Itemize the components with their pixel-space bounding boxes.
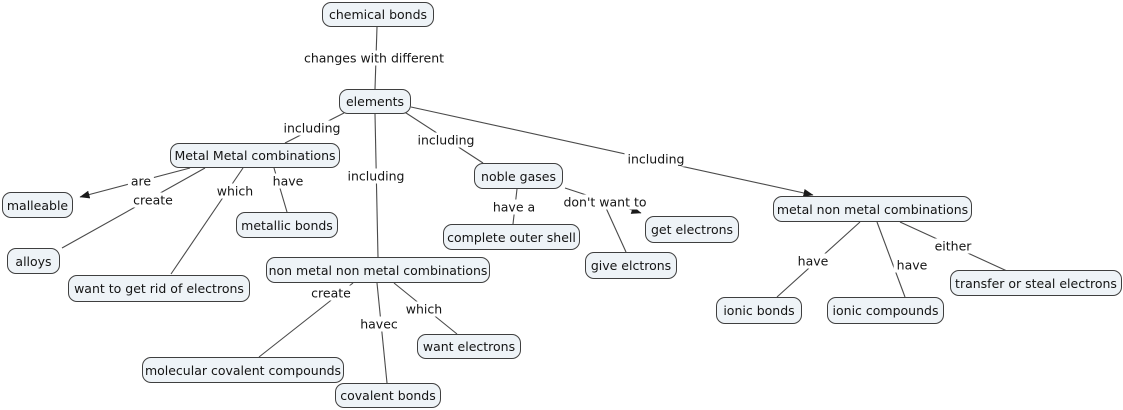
link-label-have-metallic-bonds[interactable]: have xyxy=(269,173,307,189)
node-want-electrons[interactable]: want electrons xyxy=(417,334,521,359)
node-transfer-or-steal-electrons[interactable]: transfer or steal electrons xyxy=(950,270,1122,296)
node-want-to-get-rid-of-electrons[interactable]: want to get rid of electrons xyxy=(68,275,250,302)
link-label-dont-want-to[interactable]: don't want to xyxy=(560,194,650,210)
node-metal-metal-combinations[interactable]: Metal Metal combinations xyxy=(170,143,340,168)
node-elements[interactable]: elements xyxy=(339,89,411,114)
link-label-which-center[interactable]: which xyxy=(402,301,446,317)
link-label-havec[interactable]: havec xyxy=(357,316,401,332)
link-label-are[interactable]: are xyxy=(127,173,155,189)
node-non-metal-non-metal-combinations[interactable]: non metal non metal combinations xyxy=(266,257,490,283)
node-metal-non-metal-combinations[interactable]: metal non metal combinations xyxy=(773,196,972,222)
edge-elements-metal-non-metal-combinations xyxy=(410,106,814,197)
node-give-elctrons[interactable]: give elctrons xyxy=(585,252,677,279)
node-ionic-bonds[interactable]: ionic bonds xyxy=(716,297,802,324)
edge-elements-non-metal-non-metal-combinations xyxy=(374,113,379,258)
node-noble-gases[interactable]: noble gases xyxy=(474,163,563,189)
edge-noble-gases-give-elctrons xyxy=(605,207,627,253)
link-label-create-alloys[interactable]: create xyxy=(130,192,176,208)
link-label-which-left[interactable]: which xyxy=(213,183,257,199)
link-label-changes-with-different[interactable]: changes with different xyxy=(300,50,448,66)
link-label-including-metal-metal[interactable]: including xyxy=(280,120,344,136)
link-label-have-a[interactable]: have a xyxy=(489,199,539,215)
node-ionic-compounds[interactable]: ionic compounds xyxy=(827,297,944,324)
node-covalent-bonds[interactable]: covalent bonds xyxy=(335,383,441,408)
link-label-including-noble-gases[interactable]: including xyxy=(414,132,478,148)
edge-metal-metal-alloys xyxy=(61,167,206,249)
node-complete-outer-shell[interactable]: complete outer shell xyxy=(443,224,580,250)
link-label-including-non-metal[interactable]: including xyxy=(344,168,408,184)
link-label-have-ionic-compounds[interactable]: have xyxy=(893,257,931,273)
link-label-have-ionic-bonds[interactable]: have xyxy=(794,253,832,269)
node-malleable[interactable]: malleable xyxy=(2,192,73,218)
edge-non-metal-covalent-bonds xyxy=(376,282,388,384)
edge-metal-non-metal-ionic-compounds xyxy=(876,221,906,298)
link-label-including-metal-non-metal[interactable]: including xyxy=(624,151,688,167)
node-molecular-covalent-compounds[interactable]: molecular covalent compounds xyxy=(142,357,344,383)
link-label-either[interactable]: either xyxy=(931,238,975,254)
link-label-create-molecular[interactable]: create xyxy=(308,285,354,301)
node-chemical-bonds[interactable]: chemical bonds xyxy=(322,2,434,27)
node-get-electrons[interactable]: get electrons xyxy=(645,216,739,243)
node-alloys[interactable]: alloys xyxy=(7,248,60,274)
node-metallic-bonds[interactable]: metallic bonds xyxy=(236,212,338,238)
